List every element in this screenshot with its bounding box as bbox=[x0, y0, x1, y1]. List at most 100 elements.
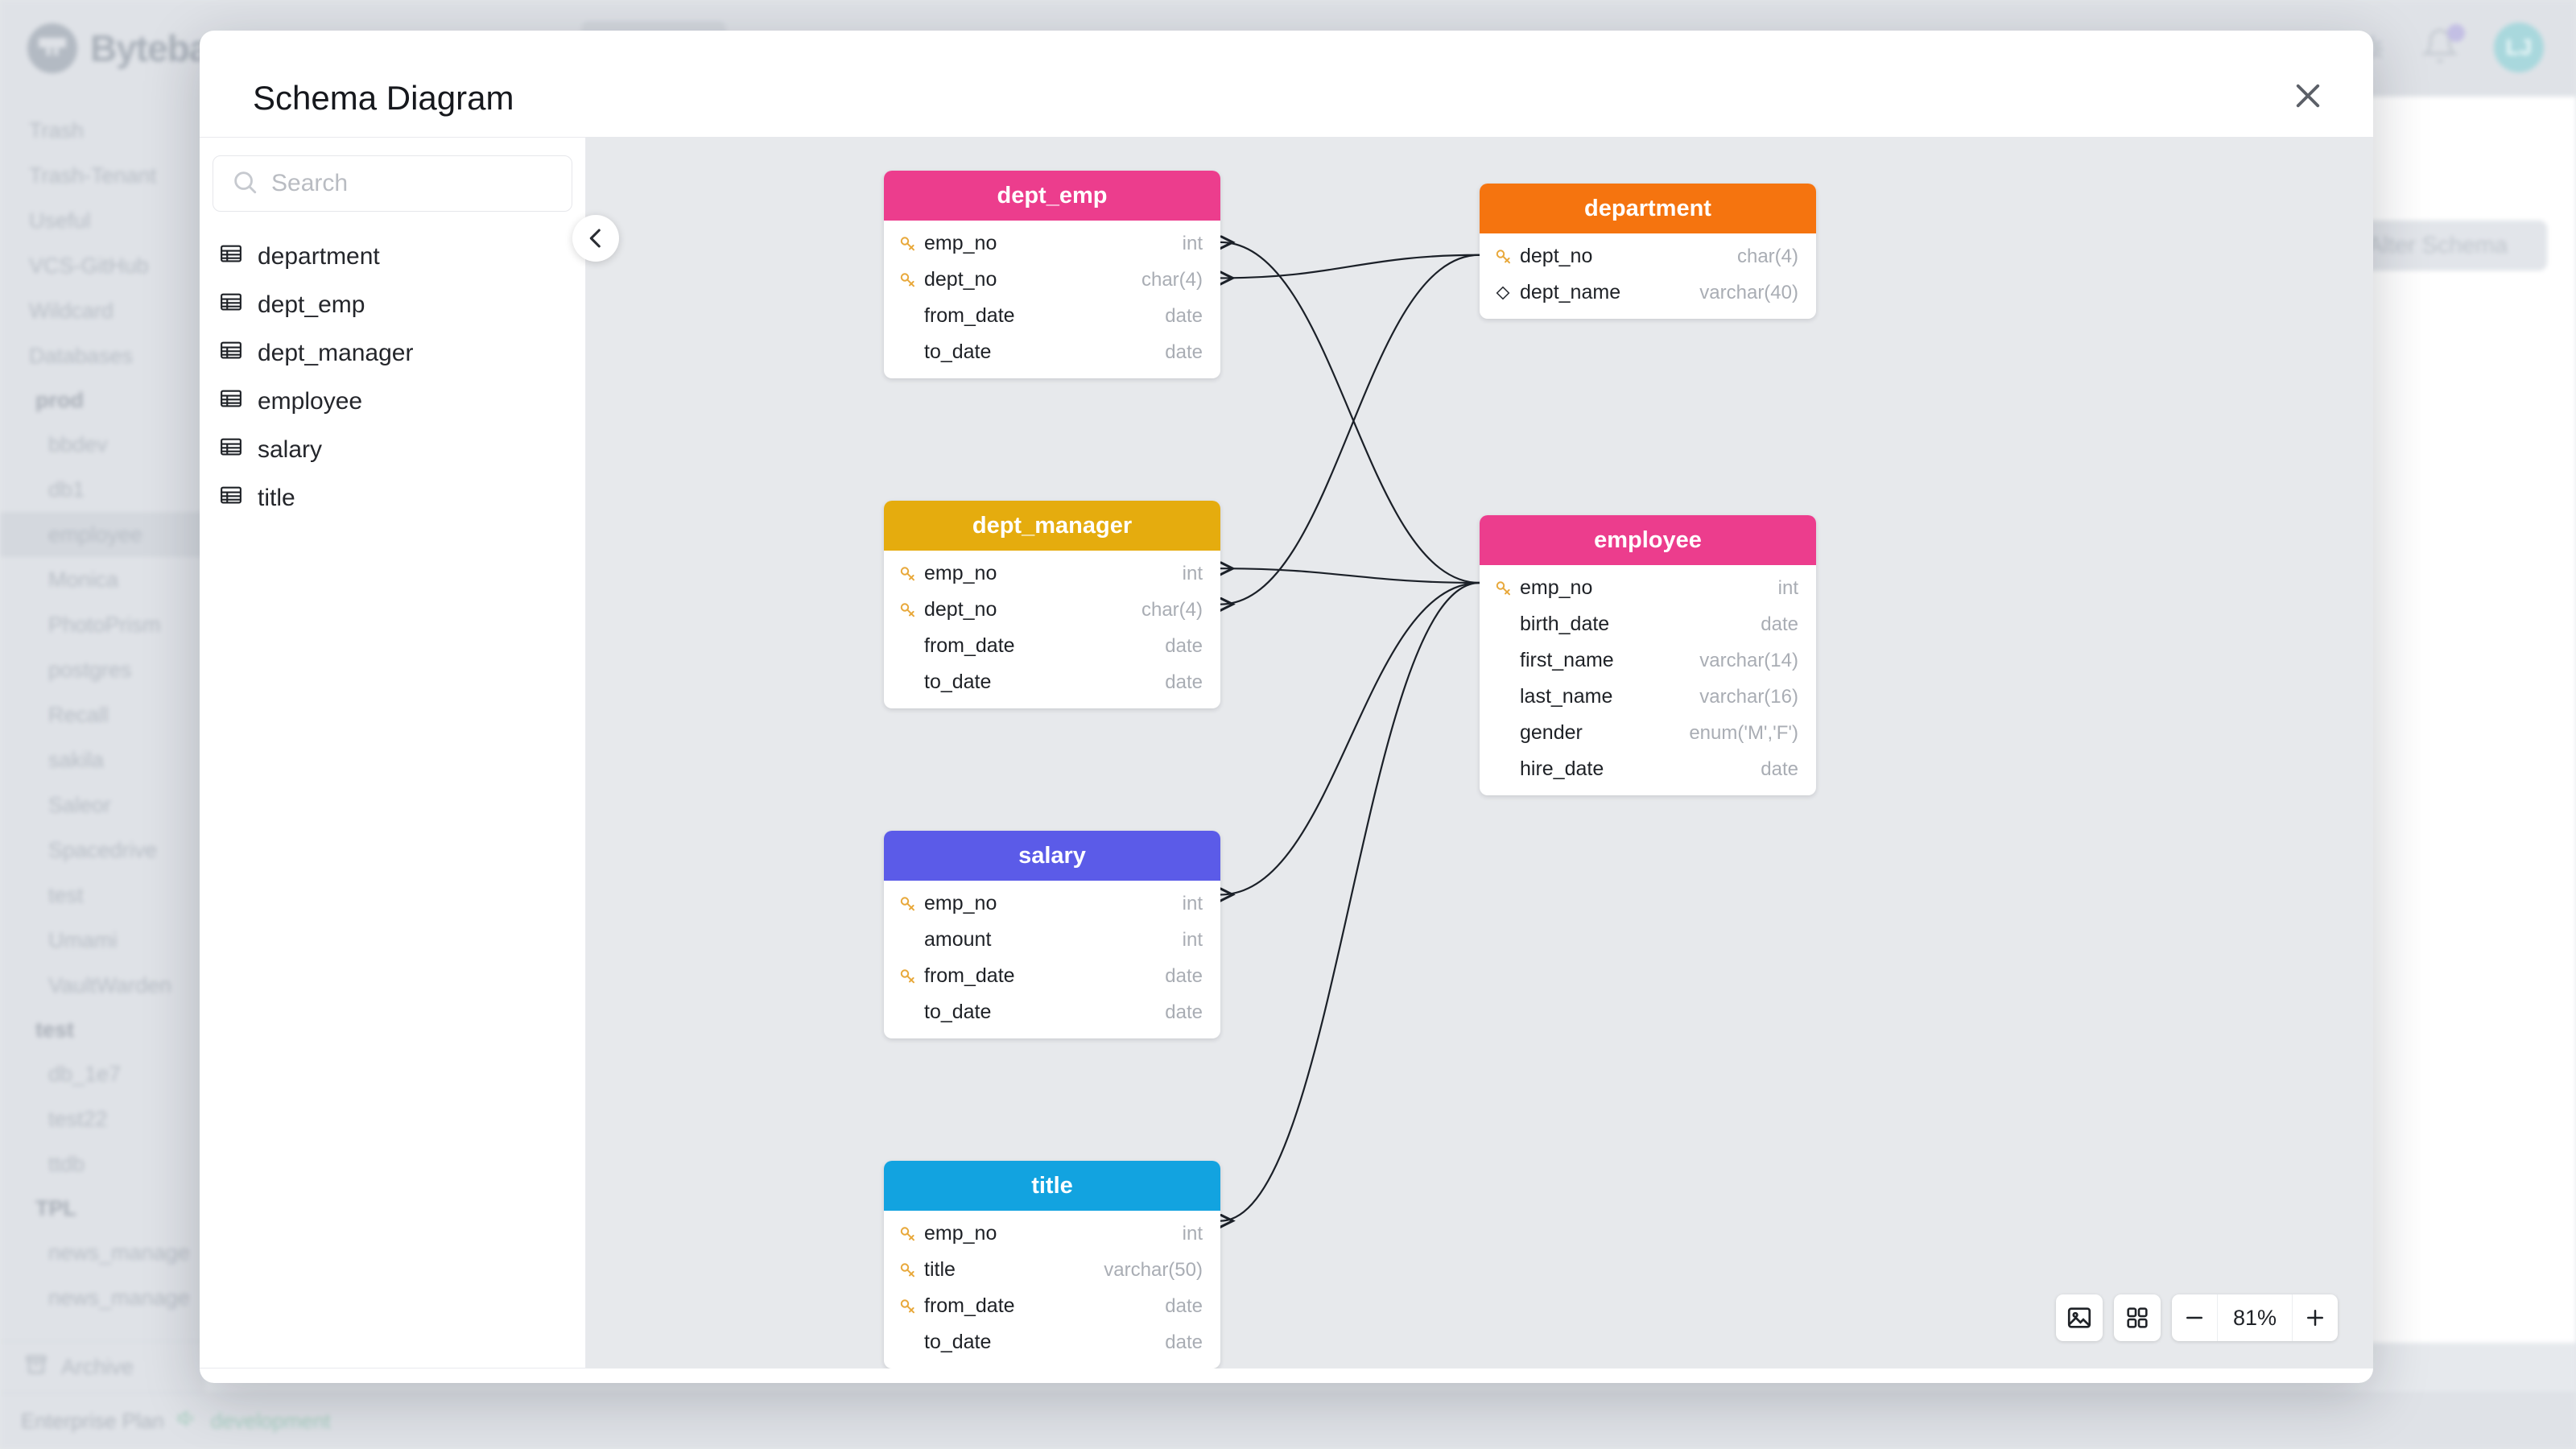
sidebar-item-databases[interactable]: Databases bbox=[0, 333, 205, 378]
sidebar-item-recall[interactable]: Recall bbox=[0, 692, 205, 737]
column-type: date bbox=[1761, 613, 1798, 635]
chevron-left-icon[interactable] bbox=[572, 215, 619, 262]
key-icon bbox=[898, 601, 924, 620]
notifications-bell[interactable] bbox=[2421, 23, 2465, 68]
zoom-level-label: 81% bbox=[2217, 1294, 2293, 1341]
column-type: varchar(14) bbox=[1699, 649, 1798, 671]
sidebar-item-postgres[interactable]: postgres bbox=[0, 647, 205, 692]
sidebar-item-wildcard[interactable]: Wildcard bbox=[0, 288, 205, 333]
relationship-edge bbox=[1220, 581, 1480, 894]
column-type: int bbox=[1182, 1222, 1203, 1245]
column-type: date bbox=[1761, 758, 1798, 780]
sidebar-item-test22[interactable]: test22 bbox=[0, 1096, 205, 1141]
table-list-item-salary[interactable]: salary bbox=[213, 426, 572, 474]
search-box[interactable] bbox=[213, 155, 572, 212]
column-name: first_name bbox=[1520, 649, 1614, 671]
sidebar-item-bbdev[interactable]: bbdev bbox=[0, 422, 205, 467]
relationship-edges bbox=[586, 137, 1480, 1368]
column-name: dept_name bbox=[1520, 281, 1621, 303]
notification-badge bbox=[2447, 23, 2465, 42]
sidebar-item-db1[interactable]: db1 bbox=[0, 467, 205, 512]
column-name: emp_no bbox=[924, 892, 997, 914]
sidebar-item-archive[interactable]: Archive bbox=[0, 1341, 205, 1393]
modal-body: departmentdept_empdept_manageremployeesa… bbox=[200, 137, 2373, 1368]
sidebar-item-useful[interactable]: Useful bbox=[0, 198, 205, 243]
column-type: int bbox=[1777, 576, 1798, 599]
sidebar-item-label: Wildcard bbox=[29, 298, 114, 323]
zoom-in-button[interactable] bbox=[2293, 1294, 2338, 1341]
table-list-item-employee[interactable]: employee bbox=[213, 378, 572, 426]
sidebar-item-spacedrive[interactable]: Spacedrive bbox=[0, 828, 205, 873]
column-name: emp_no bbox=[1520, 576, 1593, 599]
sidebar-item-saleor[interactable]: Saleor bbox=[0, 782, 205, 828]
sidebar-item-label: employee bbox=[48, 522, 143, 547]
sidebar-item-umami[interactable]: Umami bbox=[0, 918, 205, 963]
image-export-icon[interactable] bbox=[2056, 1294, 2103, 1341]
sidebar-item-monica[interactable]: Monica bbox=[0, 557, 205, 602]
bytebase-logo-icon bbox=[27, 23, 77, 73]
relationship-edge bbox=[1220, 581, 1480, 1221]
sidebar-item-news-manage[interactable]: news_manage bbox=[0, 1230, 205, 1275]
table-list-item-department[interactable]: department bbox=[213, 233, 572, 281]
column-type: int bbox=[1182, 562, 1203, 584]
search-input[interactable] bbox=[271, 170, 554, 197]
avatar[interactable]: LJ bbox=[2494, 23, 2544, 72]
relationship-edge bbox=[1220, 254, 1480, 279]
table-icon bbox=[219, 483, 243, 514]
table-list-item-label: employee bbox=[258, 388, 363, 415]
grid-layout-icon[interactable] bbox=[2114, 1294, 2161, 1341]
sidebar-item-trash-tenant[interactable]: Trash-Tenant bbox=[0, 153, 205, 198]
sidebar-item-vaultwarden[interactable]: VaultWarden bbox=[0, 963, 205, 1008]
table-list-item-dept_emp[interactable]: dept_emp bbox=[213, 281, 572, 329]
table-node-title: department bbox=[1480, 184, 1816, 233]
column-name: to_date bbox=[924, 341, 992, 363]
bell-icon bbox=[2421, 28, 2459, 68]
column-type: date bbox=[1165, 341, 1203, 363]
column-type: date bbox=[1165, 304, 1203, 327]
column-type: int bbox=[1182, 232, 1203, 254]
sidebar-item-ttdb[interactable]: ttdb bbox=[0, 1141, 205, 1187]
sidebar-item-photoprism[interactable]: PhotoPrism bbox=[0, 602, 205, 647]
column-name: from_date bbox=[924, 304, 1015, 327]
column-type: date bbox=[1165, 964, 1203, 987]
sidebar-item-db-1e7[interactable]: db_1e7 bbox=[0, 1051, 205, 1096]
sidebar-item-sakila[interactable]: sakila bbox=[0, 737, 205, 782]
sidebar-item-label: Recall bbox=[48, 702, 109, 727]
close-icon[interactable] bbox=[2285, 72, 2331, 119]
table-list-item-dept_manager[interactable]: dept_manager bbox=[213, 329, 572, 378]
sidebar-item-label: news_manage bbox=[48, 1285, 190, 1310]
sidebar-item-news-manage[interactable]: news_manage bbox=[0, 1275, 205, 1320]
sidebar-item-tpl: TPL bbox=[0, 1187, 205, 1230]
sidebar-item-test[interactable]: test bbox=[0, 873, 205, 918]
table-column-row: emp_no int bbox=[1480, 570, 1816, 606]
sidebar-item-employee[interactable]: employee bbox=[0, 512, 205, 557]
sidebar-item-vcs-github[interactable]: VCS-GitHub bbox=[0, 243, 205, 288]
column-name: last_name bbox=[1520, 685, 1613, 708]
diamond-icon bbox=[1494, 284, 1520, 302]
table-node-title: title bbox=[884, 1161, 1220, 1211]
sidebar-item-label: test bbox=[48, 882, 84, 907]
sidebar-item-label: ttdb bbox=[48, 1151, 85, 1176]
zoom-out-button[interactable] bbox=[2172, 1294, 2217, 1341]
sidebar-item-label: Umami bbox=[48, 927, 118, 952]
table-list-item-title[interactable]: title bbox=[213, 474, 572, 522]
sidebar-item-label: test bbox=[35, 1017, 75, 1042]
sidebar-item-trash[interactable]: Trash bbox=[0, 108, 205, 153]
